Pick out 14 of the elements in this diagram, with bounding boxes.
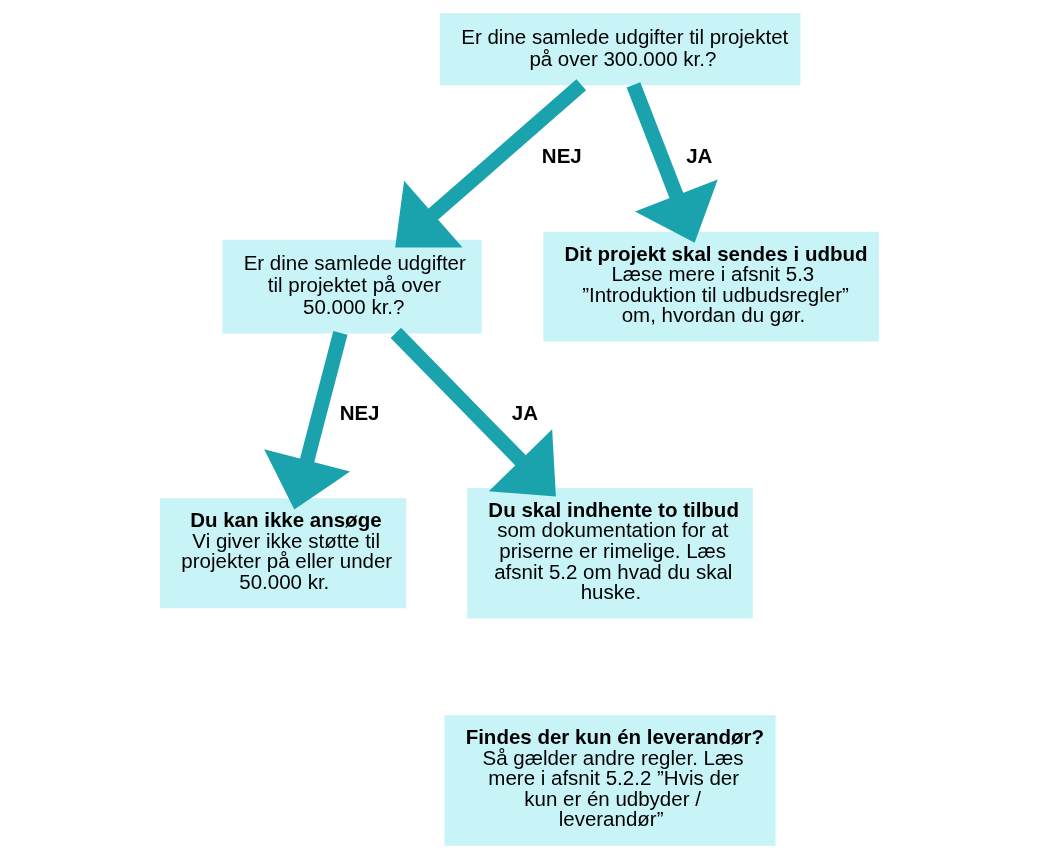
node-box: Er dine samlede udgifter til projektet på over 50.000 kr.? (221, 239, 482, 334)
arrow (263, 330, 350, 510)
node-box: Er dine samlede udgifter til projektet på over 300.000 kr.? (439, 13, 800, 86)
edge-label: NEJ (541, 144, 582, 168)
edge-label: NEJ (339, 400, 380, 424)
arrow (394, 79, 586, 248)
arrow (390, 327, 556, 497)
arrow (626, 82, 718, 243)
node-box: Findes der kun én leverandør? Så gælder andre regler. Læs mere i afsnit 5.2.2 ”Hvis der kun er én udbyder / leverandør” (443, 715, 776, 846)
edge-label: JA (511, 400, 538, 424)
node-box: Dit projekt skal sendes i udbud Læse mere i afsnit 5.3 ”Introduktion til udbudsregler” om, hvordan du gør. (542, 231, 879, 342)
node-box: Du skal indhente to tilbud som dokumentation for at priserne er rimelige. Læs afsnit 5.2 om hvad du skal huske. (466, 488, 753, 619)
edge-label: JA (685, 144, 712, 168)
node-box: Du kan ikke ansøge Vi giver ikke støtte til projekter på eller under 50.000 kr. (159, 498, 406, 609)
